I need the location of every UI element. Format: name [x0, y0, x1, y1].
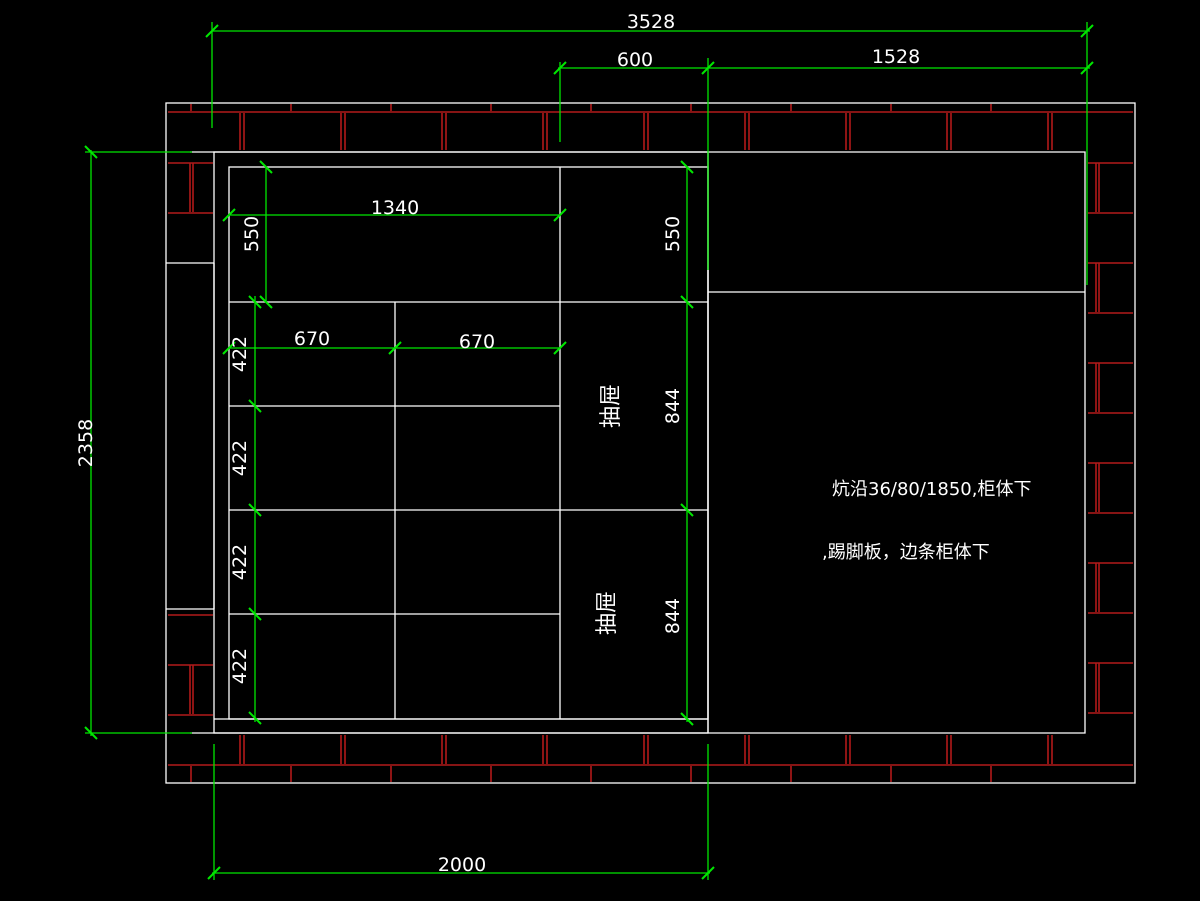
- brick-hatch: [168, 104, 1133, 782]
- dim-drawer-height-lower: 844: [662, 598, 684, 634]
- tick: [84, 726, 98, 740]
- note-line-2: ,踢脚板，边条柜体下: [822, 542, 990, 563]
- cabinet: [213, 151, 1085, 734]
- dim-top-height-right: 550: [662, 216, 684, 252]
- tick: [680, 295, 694, 309]
- tick: [553, 341, 567, 355]
- dim-bottom-width: 2000: [438, 854, 486, 876]
- tick: [84, 145, 98, 159]
- tick: [680, 503, 694, 517]
- dim-row-height-3: 422: [229, 544, 251, 580]
- tick: [259, 160, 273, 174]
- tick: [680, 712, 694, 726]
- dim-top-height-left: 550: [241, 216, 263, 252]
- tick: [222, 208, 236, 222]
- tick: [701, 866, 715, 880]
- tick: [248, 503, 262, 517]
- dim-segment-600: 600: [617, 49, 653, 71]
- dim-top-shelf-width: 1340: [371, 197, 419, 219]
- tick: [248, 399, 262, 413]
- dim-overall-width: 3528: [627, 11, 675, 33]
- wall-outline: [165, 102, 1136, 784]
- dim-row-height-2: 422: [229, 440, 251, 476]
- dimension-text: 3528 600 1528 2358 2000 1340 670 670 550…: [75, 11, 920, 876]
- tick: [222, 341, 236, 355]
- tick: [207, 866, 221, 880]
- tick: [553, 208, 567, 222]
- inner-wall: [190, 151, 1086, 734]
- cabinet-outline: [213, 151, 709, 734]
- drawer-label-upper: 抽屉: [599, 384, 624, 428]
- tick: [701, 61, 715, 75]
- tick: [388, 341, 402, 355]
- cabinet-inner-frame: [228, 166, 709, 720]
- dim-left-shelf-width: 670: [294, 328, 330, 350]
- dim-drawer-height-upper: 844: [662, 388, 684, 424]
- tick: [259, 295, 273, 309]
- tick: [205, 24, 219, 38]
- outer-wall: [165, 102, 1136, 784]
- tick: [553, 61, 567, 75]
- labels: 抽屉 抽屉 炕沿36/80/1850,柜体下 ,踢脚板，边条柜体下: [595, 384, 1031, 635]
- tick: [1080, 24, 1094, 38]
- tick: [1080, 61, 1094, 75]
- dim-overall-height: 2358: [75, 419, 97, 467]
- tick: [248, 295, 262, 309]
- dim-row-height-4: 422: [229, 648, 251, 684]
- drawer-label-lower: 抽屉: [595, 591, 620, 635]
- dim-segment-1528: 1528: [872, 46, 920, 68]
- tick: [680, 160, 694, 174]
- dim-row-height-1: 422: [229, 336, 251, 372]
- dimension-lines: [84, 22, 1094, 880]
- tick: [248, 711, 262, 725]
- dim-right-shelf-width: 670: [459, 331, 495, 353]
- tick: [248, 607, 262, 621]
- note-line-1: 炕沿36/80/1850,柜体下: [832, 479, 1031, 500]
